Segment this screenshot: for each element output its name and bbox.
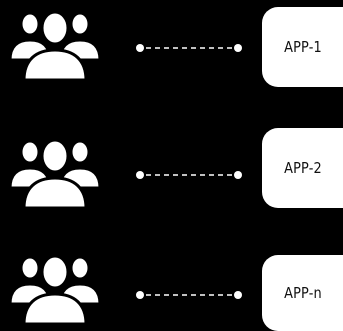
connector-dashed-line <box>136 291 242 299</box>
diagram-row-2: APP-2 <box>0 124 343 214</box>
users-group-icon <box>8 254 102 326</box>
app-label: APP-2 <box>283 159 322 177</box>
connector-dashed-line <box>136 171 242 179</box>
users-group-icon <box>8 138 102 210</box>
app-box-2: APP-2 <box>262 128 343 208</box>
diagram-row-1: APP-1 <box>0 0 343 90</box>
app-label: APP-1 <box>283 38 322 56</box>
diagram-row-3: APP-n <box>0 241 343 331</box>
app-box-1: APP-1 <box>262 7 343 87</box>
connector-dashed-line <box>136 44 242 52</box>
users-group-icon <box>8 10 102 82</box>
app-label: APP-n <box>283 284 322 302</box>
app-box-n: APP-n <box>262 255 343 331</box>
